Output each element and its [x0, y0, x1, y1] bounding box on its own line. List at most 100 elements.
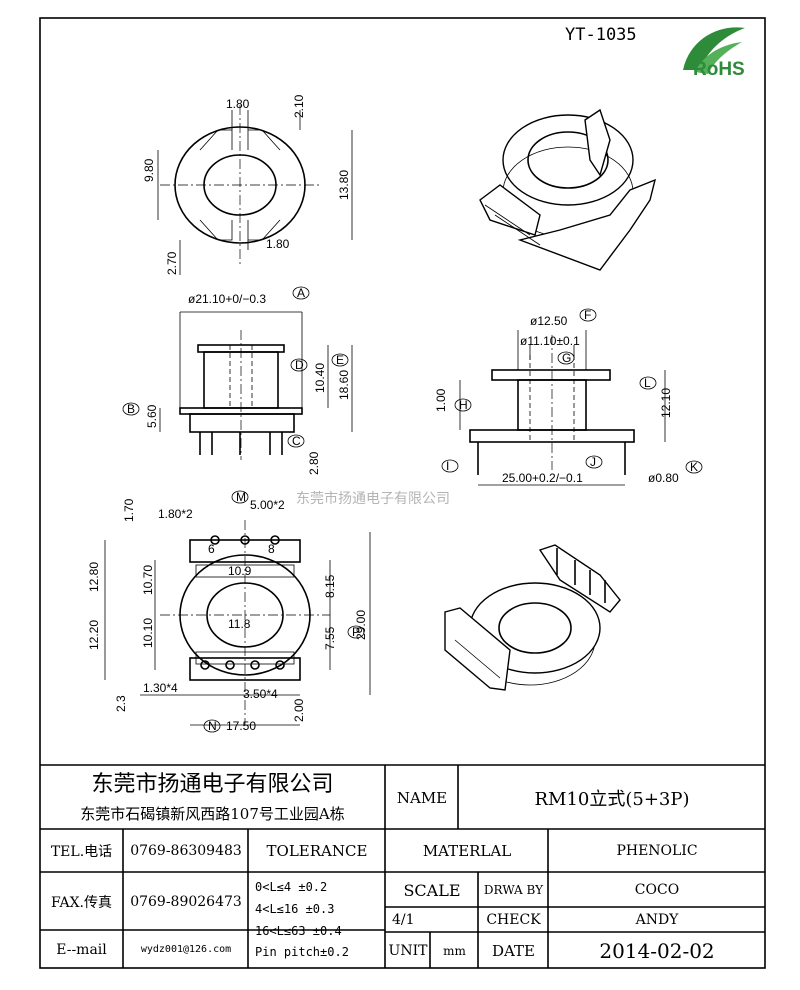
check-label: CHECK [486, 912, 541, 928]
svg-text:L: L [644, 376, 651, 390]
svg-text:N: N [208, 719, 217, 733]
pin-8-label: 8 [268, 542, 275, 556]
company-address: 东莞市石碣镇新风西路107号工业园A栋 [80, 804, 345, 823]
dim-top-3: 9.80 [142, 158, 156, 182]
svg-text:F: F [584, 308, 591, 322]
dim-bottom-10: 10.10 [141, 618, 155, 648]
bottom-view [104, 520, 371, 726]
callout-c: C [287, 434, 305, 448]
dim-side-k: ø0.80 [648, 471, 679, 485]
dim-bottom-2: 1.80*2 [158, 507, 193, 521]
callout-p: P [347, 625, 365, 639]
part-number: YT-1035 [565, 25, 637, 45]
isometric-view-bottom [444, 544, 621, 691]
name-label: NAME [396, 788, 448, 807]
svg-text:G: G [562, 351, 571, 365]
dim-side-f: ø12.50 [530, 314, 568, 328]
svg-text:B: B [127, 402, 135, 416]
dim-side-h: 1.00 [434, 388, 448, 412]
dim-bottom-9: 12.20 [87, 620, 101, 650]
dim-front-b: 5.60 [145, 404, 159, 428]
tel-value: 0769-86309483 [130, 843, 242, 859]
svg-text:C: C [292, 434, 301, 448]
rohs-logo: RoHS [683, 27, 745, 80]
unit-label: UNIT [388, 942, 428, 959]
callout-g: G [557, 351, 575, 365]
dim-side-g: ø11.10±0.1 [520, 334, 580, 348]
svg-text:J: J [590, 455, 596, 469]
dim-bottom-8: 29.00 [354, 610, 368, 640]
svg-text:D: D [295, 358, 304, 372]
callout-n: N [203, 719, 221, 733]
unit-value: mm [443, 943, 466, 958]
dim-front-d: 10.40 [313, 363, 327, 393]
svg-text:M: M [236, 490, 246, 504]
material-label: MATERLAL [422, 842, 512, 860]
callout-l: L [639, 376, 657, 390]
watermark: 东莞市扬通电子有限公司 [296, 490, 450, 507]
dim-top-2: 2.10 [292, 94, 306, 118]
callout-f: F [579, 308, 597, 322]
date-label: DATE [492, 941, 535, 960]
check-value: ANDY [635, 912, 679, 928]
dim-top-5: 1.80 [266, 237, 290, 251]
dim-bottom-6: 10.9 [228, 564, 252, 578]
drawn-value: COCO [634, 882, 680, 898]
pin-6-label: 6 [208, 542, 215, 556]
dim-front-e: 18.60 [337, 370, 351, 400]
callout-k: K [685, 460, 703, 474]
tel-label: TEL.电话 [50, 844, 113, 860]
dim-bottom-13: 1.30*4 [143, 681, 178, 695]
date-value: 2014-02-02 [599, 938, 715, 963]
dim-bottom-11: 11.8 [228, 617, 251, 631]
side-view [459, 330, 666, 486]
callout-i: I [441, 459, 459, 473]
scale-value: 4/1 [392, 912, 415, 928]
tolerance-row-1: 0<L≤4 ±0.2 [255, 880, 328, 894]
drawing-border [39, 17, 766, 969]
callout-e: E [331, 353, 349, 367]
scale-label: SCALE [403, 880, 461, 900]
dim-bottom-3: 5.00*2 [250, 498, 285, 512]
callout-b: B [122, 402, 140, 416]
tolerance-row-2: 4<L≤16 ±0.3 [255, 902, 335, 916]
dim-side-l: 12.10 [659, 388, 673, 418]
dim-top-1: 1.80 [226, 97, 250, 111]
svg-text:H: H [459, 398, 468, 412]
fax-value: 0769-89026473 [130, 893, 242, 910]
dim-side-i: 25.00+0.2/−0.1 [502, 471, 583, 485]
svg-text:E: E [336, 353, 344, 367]
rohs-label: RoHS [693, 59, 745, 80]
dim-bottom-15: 2.3 [114, 695, 128, 712]
dim-bottom-12: 7.55 [323, 626, 337, 650]
material-value: PHENOLIC [616, 843, 698, 859]
callout-h: H [454, 398, 472, 412]
callouts: A B C D E F G H I J K L M N P [122, 286, 703, 733]
callout-d: D [290, 358, 308, 372]
svg-text:I: I [446, 459, 449, 473]
drawn-label: DRWA BY [483, 882, 544, 897]
svg-text:K: K [690, 460, 698, 474]
dim-bottom-5: 10.70 [141, 565, 155, 595]
callout-j: J [585, 455, 603, 469]
dim-top-6: 2.70 [165, 251, 179, 275]
dim-bottom-17: 17.50 [226, 719, 256, 733]
callout-m: M [231, 490, 249, 504]
dim-bottom-1: 1.70 [122, 498, 136, 522]
dim-front-c: 2.80 [307, 451, 321, 475]
tolerance-row-4: Pin pitch±0.2 [255, 945, 349, 959]
dim-bottom-7: 8.15 [323, 574, 337, 598]
svg-text:A: A [297, 286, 305, 300]
top-view [157, 105, 353, 275]
company-name: 东莞市扬通电子有限公司 [91, 772, 334, 797]
front-view [159, 311, 353, 460]
svg-text:P: P [352, 625, 360, 639]
name-value: RM10立式(5+3P) [534, 788, 690, 810]
tolerance-row-3: 16<L≤63 ±0.4 [255, 924, 342, 938]
dim-bottom-16: 2.00 [292, 698, 306, 722]
dim-front-a: ø21.10+0/−0.3 [188, 292, 266, 306]
fax-label: FAX.传真 [50, 894, 113, 911]
dim-bottom-14: 3.50*4 [243, 687, 278, 701]
isometric-view-top [479, 108, 657, 271]
